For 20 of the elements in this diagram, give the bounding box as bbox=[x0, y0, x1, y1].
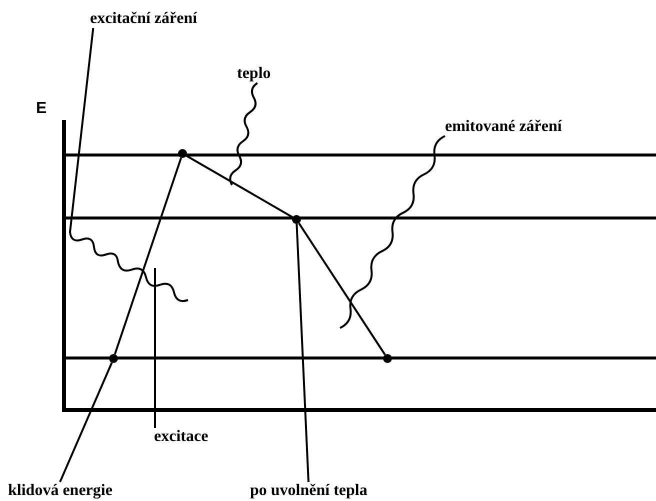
transition-line bbox=[114, 157, 182, 355]
annotation-label: emitované záření bbox=[445, 118, 562, 136]
wavy-line bbox=[69, 28, 188, 302]
axis-label: E bbox=[36, 100, 47, 118]
energy-state-dot bbox=[178, 148, 186, 158]
transition-line bbox=[186, 154, 294, 218]
wavy-line bbox=[229, 82, 258, 186]
transition-line bbox=[298, 222, 386, 356]
energy-state-dot bbox=[382, 354, 392, 362]
annotation-label: po uvolnění tepla bbox=[250, 482, 368, 500]
annotation-label: excitace bbox=[154, 428, 208, 446]
leader-line bbox=[296, 224, 310, 482]
leader-line bbox=[59, 362, 113, 482]
annotation-label: klidová energie bbox=[8, 482, 112, 500]
wavy-line bbox=[340, 135, 446, 329]
leader-line bbox=[154, 268, 156, 428]
energy-state-dot bbox=[292, 214, 300, 224]
annotation-label: teplo bbox=[237, 65, 271, 83]
energy-state-dot bbox=[108, 354, 118, 362]
annotation-label: excitační záření bbox=[90, 10, 198, 28]
